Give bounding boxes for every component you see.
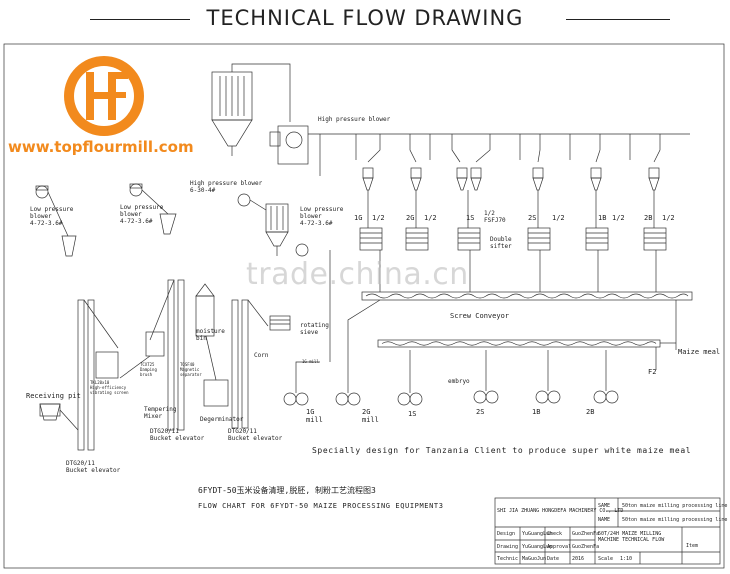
brand-url: www.topflourmill.com bbox=[8, 138, 194, 156]
sifter-2g-half: 1/2 bbox=[424, 214, 437, 222]
tb-approval: Approval bbox=[547, 544, 572, 550]
cyclone-drop-lines bbox=[367, 190, 655, 228]
sifter-2b-label: 2B bbox=[644, 214, 653, 222]
embryo-label: embryo bbox=[448, 378, 470, 385]
double-sifter-label: Double sifter bbox=[490, 236, 512, 250]
tb-drawing-title: 50T/24H MAIZE MILLING MACHINE TECHNICAL … bbox=[598, 531, 665, 543]
sifter-2s-label: 2S bbox=[528, 214, 537, 222]
client-note: Specially design for Tanzania Client to … bbox=[312, 446, 692, 455]
sifter-1b-half: 1/2 bbox=[612, 214, 625, 222]
screw-conveyor-upper bbox=[361, 291, 693, 301]
receiving-pit bbox=[39, 403, 79, 431]
sm-label-3: TCXT25 Damping brush bbox=[140, 362, 157, 377]
pulse-dust-collector-mid bbox=[237, 193, 289, 256]
bucket-elevators bbox=[77, 279, 269, 451]
sifter-2b-half: 1/2 bbox=[662, 214, 675, 222]
tb-design: Design bbox=[497, 531, 516, 537]
tb-scale: Scale bbox=[598, 556, 614, 562]
tb-same-value: 50ton maize milling processing line bbox=[622, 503, 728, 509]
sifter-2g-label: 2G bbox=[406, 214, 415, 222]
bucket-elevator-2-label: DTG20/11 Bucket elevator bbox=[150, 428, 205, 442]
mill-2s-label: 2S bbox=[476, 408, 485, 416]
sifter-1g-half: 1/2 bbox=[372, 214, 385, 222]
cyclones bbox=[362, 167, 660, 191]
roller-mills bbox=[283, 390, 619, 406]
tb-name: NAME bbox=[598, 517, 611, 523]
tb-date: Date bbox=[547, 556, 560, 562]
mill-small-label: 1G mill bbox=[302, 359, 319, 364]
hf-logo bbox=[64, 56, 144, 136]
corn-label: Corn bbox=[254, 352, 269, 359]
sifter-1b-label: 1B bbox=[598, 214, 607, 222]
tb-company: SHI JIA ZHUANG HONGDEFA MACHINERY CO., L… bbox=[497, 508, 624, 514]
sifter-2s-half: 1/2 bbox=[552, 214, 565, 222]
low-pressure-blower-2-label: Low pressure blower 4-72-3.6# bbox=[120, 204, 164, 225]
degerminator-label: Degerminator bbox=[200, 416, 244, 423]
mill-lines bbox=[295, 250, 657, 393]
pulse-dust-collector-top bbox=[211, 63, 291, 156]
sifter-1s-label: 1S bbox=[466, 214, 475, 222]
sm-label-1: TKL20x10 High-efficiency vibrating scree… bbox=[90, 380, 129, 395]
tb-date-value: 2016 bbox=[572, 556, 585, 562]
bucket-elevator-1-label: DTG20/11 Bucket elevator bbox=[66, 460, 121, 474]
tb-name-value: 50ton maize milling processing line bbox=[622, 517, 728, 523]
fsfj70-label: 1/2 FSFJ70 bbox=[484, 210, 506, 224]
caption-chinese: 6FYDT-50玉米设备清理,脱胚, 制粉工艺流程图3 bbox=[198, 486, 376, 495]
f2-label: F2 bbox=[648, 368, 657, 376]
drawing-frame bbox=[3, 43, 725, 569]
low-pressure-blower-1-label: Low pressure blower 4-72-3.6# bbox=[30, 206, 74, 227]
title-block bbox=[494, 497, 721, 565]
tb-scale-value: 1:10 bbox=[620, 556, 633, 562]
header-rule-right bbox=[566, 19, 670, 20]
header-rule-left bbox=[90, 19, 190, 20]
tb-drawing-by: YuGuangLun bbox=[522, 544, 553, 550]
mill-1g-label: 1G mill bbox=[306, 408, 323, 424]
maize-meal-label: Maize meal bbox=[678, 348, 721, 356]
tb-check-by: GuoZhenFa bbox=[572, 531, 600, 537]
low-pressure-blowers bbox=[35, 183, 309, 257]
watermark: trade.china.cn bbox=[246, 257, 469, 292]
mill-1s-label: 1S bbox=[408, 410, 417, 418]
sm-label-2: TQSF40 Magnetic separator bbox=[180, 362, 202, 377]
cleaning-machines bbox=[95, 283, 291, 407]
air-lines bbox=[319, 134, 661, 176]
tempering-mixer-label: Tempering Mixer bbox=[144, 406, 177, 420]
tb-item: Item bbox=[686, 543, 699, 549]
tb-design-by: YuGuangLun bbox=[522, 531, 553, 537]
high-pressure-blower-top bbox=[269, 125, 690, 165]
sifters bbox=[359, 227, 667, 251]
moisture-bin-label: moisture bin bbox=[196, 328, 225, 342]
tb-technic-by: MaGuoJun bbox=[522, 556, 547, 562]
mill-2b-label: 2B bbox=[586, 408, 595, 416]
tb-check: Check bbox=[547, 531, 563, 537]
bucket-elevator-3-label: DTG20/11 Bucket elevator bbox=[228, 428, 283, 442]
high-pressure-blower-top-label: High pressure blower bbox=[318, 116, 391, 123]
sifter-1g-label: 1G bbox=[354, 214, 363, 222]
caption-english: FLOW CHART FOR 6FYDT-50 MAIZE PROCESSING… bbox=[198, 502, 444, 510]
tb-drawing: Drawing bbox=[497, 544, 519, 550]
tb-technic: Technic bbox=[497, 556, 519, 562]
screw-conveyor-label: Screw Conveyor bbox=[450, 312, 510, 320]
mill-2g-label: 2G mill bbox=[362, 408, 379, 424]
tb-approval-by: GuoZhenFa bbox=[572, 544, 600, 550]
page-title: TECHNICAL FLOW DRAWING bbox=[206, 6, 524, 30]
tb-same: SAME bbox=[598, 503, 611, 509]
high-pressure-blower-mid-label: High pressure blower 6-30-4# bbox=[190, 180, 263, 194]
mill-1b-label: 1B bbox=[532, 408, 541, 416]
low-pressure-blower-3-label: Low pressure blower 4-72-3.6# bbox=[300, 206, 344, 227]
left-cyclones bbox=[47, 189, 177, 257]
rotating-sieve-label: rotating sieve bbox=[300, 322, 329, 336]
screw-conveyor-lower bbox=[377, 300, 677, 370]
receiving-pit-label: Receiving pit bbox=[26, 392, 81, 400]
